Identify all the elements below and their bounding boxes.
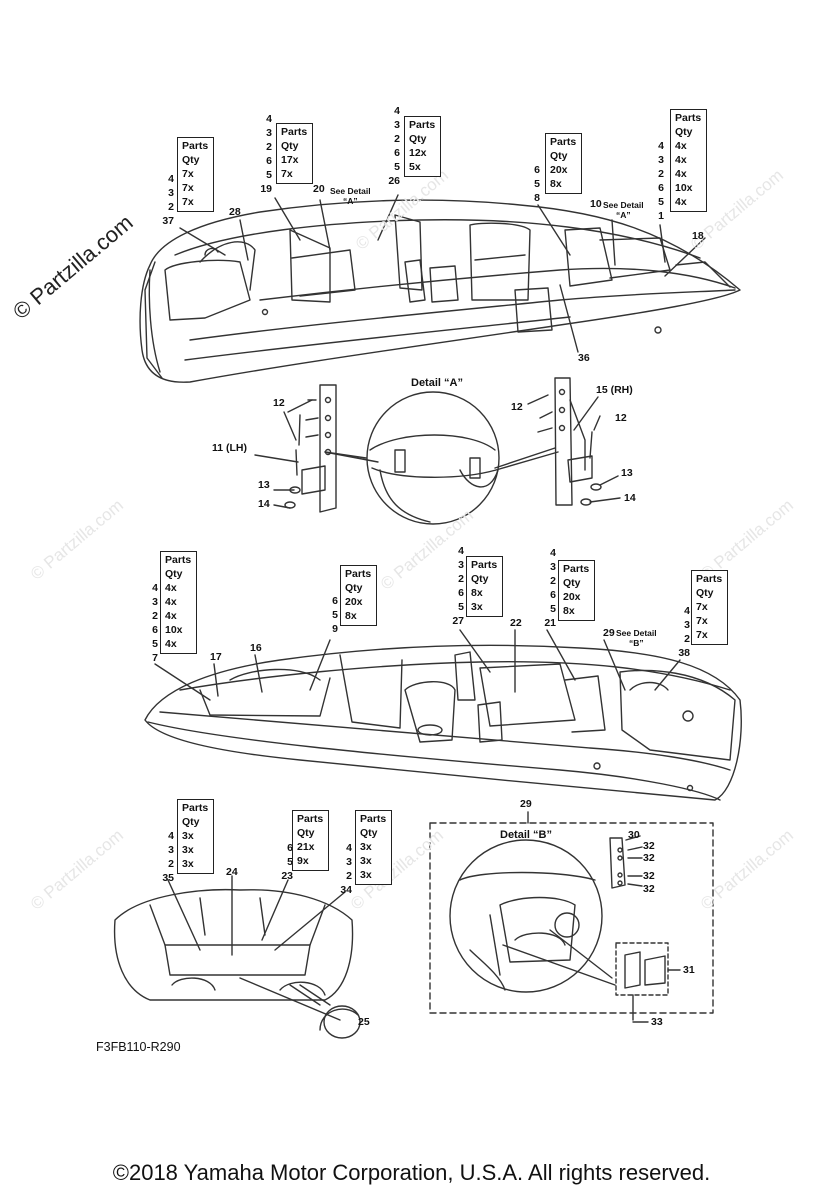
hinge-right	[527, 377, 621, 506]
see-detail-a-label: See Detail “A”	[330, 186, 371, 206]
callout-14: 14	[258, 498, 270, 510]
callout-30: 30	[628, 829, 640, 841]
boat-bottom-view	[144, 644, 742, 801]
detail-b-title: Detail “B”	[500, 829, 552, 841]
callout-18: 18	[692, 230, 704, 242]
detail-b-view	[429, 811, 714, 1023]
callout-12: 12	[273, 397, 285, 409]
hinge-left	[254, 384, 337, 513]
rivet-closeup	[323, 1005, 361, 1039]
leader-lines-bottom	[154, 629, 681, 701]
callout-32: 32	[643, 883, 655, 895]
leader-lines-top	[179, 194, 706, 353]
callout-14: 14	[624, 492, 636, 504]
copyright-notice: ©2018 Yamaha Motor Corporation, U.S.A. A…	[112, 1160, 711, 1185]
callout-33: 33	[651, 1016, 663, 1028]
callout-16: 16	[250, 642, 262, 654]
callout-24: 24	[226, 866, 238, 878]
callout-31: 31	[683, 964, 695, 976]
callout-12: 12	[615, 412, 627, 424]
callout-28: 28	[229, 206, 241, 218]
callout-36: 36	[578, 352, 590, 364]
detail-a-title: Detail “A”	[411, 377, 463, 389]
callout-15-rh: 15 (RH)	[596, 384, 633, 396]
callout-10: 10	[590, 198, 602, 210]
callout-12: 12	[511, 401, 523, 413]
callout-11-lh: 11 (LH)	[212, 442, 248, 454]
callout-32: 32	[643, 852, 655, 864]
boat-top-view	[139, 199, 741, 383]
callout-32: 32	[643, 840, 655, 852]
callout-29: 29	[520, 798, 532, 810]
storage-compartment-view	[113, 875, 359, 1031]
see-detail-a-label: See Detail “A”	[603, 200, 644, 220]
callout-25: 25	[358, 1016, 370, 1028]
see-detail-b-label: See Detail “B”	[616, 628, 657, 648]
callout-29: 29	[603, 627, 615, 639]
callout-13: 13	[258, 479, 270, 491]
callout-32: 32	[643, 870, 655, 882]
callout-22: 22	[510, 617, 522, 629]
detail-a-view	[324, 391, 559, 525]
callout-13: 13	[621, 467, 633, 479]
callout-17: 17	[210, 651, 222, 663]
figure-code: F3FB110-R290	[96, 1040, 181, 1054]
callout-20: 20	[313, 183, 325, 195]
